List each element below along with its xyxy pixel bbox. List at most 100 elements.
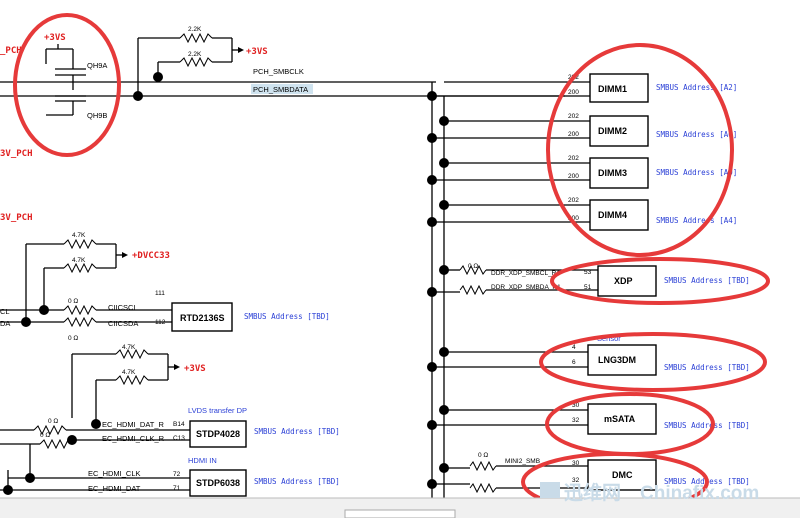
- net-label-xdp-smbd: DDR_XDP_SMBDA_R1: [491, 284, 561, 291]
- power-label-3v-pch-2: 3V_PCH: [0, 213, 33, 223]
- pin-rtd-a: 111: [155, 290, 165, 297]
- resistor-value-2-2k-1: 2.2K: [188, 26, 202, 33]
- pin-stdp4028-a: B14: [173, 421, 185, 428]
- pin-dimm3-a: 202: [568, 155, 579, 162]
- pin-stdp6038-a: 72: [173, 471, 181, 478]
- stdp6038-name: STDP6038: [196, 478, 240, 488]
- lng3dm-name: LNG3DM: [598, 355, 636, 365]
- rtd2136s-box: [171, 302, 233, 332]
- pin-msata-b: 32: [572, 417, 580, 424]
- watermark: 迅维网 Chinafix.com: [540, 481, 759, 504]
- pin-dimm4-a: 202: [568, 197, 579, 204]
- label-lvds-transfer: LVDS transfer DP: [188, 406, 247, 415]
- dimm2-name: DIMM2: [598, 126, 627, 136]
- resistor-value-dmc-1: 0 Ω: [478, 452, 488, 459]
- resistor-value-0-ohm-2: 0 Ω: [68, 335, 78, 342]
- power-label-3vs-right: +3VS: [246, 47, 268, 57]
- scroll-indicator[interactable]: [344, 509, 456, 518]
- dimm-group: 202 200 DIMM1 SMBUS Address [A2] 202 200…: [432, 73, 737, 231]
- dimm1-address: SMBUS Address [A2]: [656, 83, 737, 92]
- net-label-pch-smbclk: PCH_SMBCLK: [253, 67, 304, 76]
- dimm4-box: [589, 199, 649, 231]
- rtd2136s-group: 4.7K 4.7K +DVCC33 CL DA 0 Ω 0 Ω CIICSCL …: [0, 232, 330, 342]
- pin-dmc-b: 32: [572, 477, 580, 484]
- stdp4028-address: SMBUS Address [TBD]: [254, 427, 340, 436]
- bottom-status-bar: [0, 498, 800, 518]
- highlight-dimms: [546, 43, 734, 257]
- power-label-pch-top: _PCH: [0, 46, 22, 56]
- stdp6038-group: HDMI IN EC_HDMI_CLK EC_HDMI_DAT 72 71 ST…: [0, 444, 340, 497]
- transistor-label-qh9a: QH9A: [87, 61, 107, 70]
- net-label-pch-smbdata: PCH_SMBDATA: [253, 85, 308, 94]
- dmc-box: [587, 459, 657, 491]
- resistor-value-4-7k-2: 4.7K: [72, 257, 86, 264]
- watermark-cn: 迅维网: [564, 481, 621, 504]
- highlight-transistors: [13, 13, 121, 157]
- stdp6038-box: [189, 469, 247, 497]
- resistor-value-0-ohm-3: 0 Ω: [48, 418, 58, 425]
- stdp4028-group: 4.7K 4.7K +3VS LVDS transfer DP 0 Ω 0 Ω …: [0, 344, 340, 450]
- highlight-lng3dm: [539, 332, 767, 392]
- stdp6038-address: SMBUS Address [TBD]: [254, 477, 340, 486]
- xdp-name: XDP: [614, 276, 633, 286]
- net-label-xdp-smbc: DDR_XDP_SMBCL_R1: [491, 270, 560, 277]
- msata-box: [587, 403, 657, 435]
- lng3dm-group: Sensor 4 6 LNG3DM SMBUS Address [TBD]: [432, 334, 750, 376]
- pin-dmc-a: 30: [572, 460, 580, 467]
- net-highlight-bg: [251, 84, 313, 94]
- pin-dimm2-b: 200: [568, 131, 579, 138]
- pin-dimm1-b: 200: [568, 89, 579, 96]
- red-highlight-marks: [13, 13, 770, 512]
- net-label-hdmi-dat-r: EC_HDMI_DAT_R: [102, 420, 165, 429]
- resistor-value-2-2k-2: 2.2K: [188, 51, 202, 58]
- pin-msata-a: 30: [572, 402, 580, 409]
- pin-dimm4-b: 200: [568, 215, 579, 222]
- xdp-group: 0 Ω DDR_XDP_SMBCL_R1 DDR_XDP_SMBDA_R1 53…: [432, 263, 750, 297]
- resistor-value-0-ohm-4: 0 Ω: [40, 432, 50, 439]
- net-label-ciicsda: CIICSDA: [108, 319, 138, 328]
- rtd2136s-name: RTD2136S: [180, 313, 225, 323]
- xdp-address: SMBUS Address [TBD]: [664, 276, 750, 285]
- power-label-3vs-mid: +3VS: [184, 364, 206, 374]
- dmc-name: DMC: [612, 470, 633, 480]
- label-sensor: Sensor: [597, 334, 621, 343]
- transistor-label-qh9b: QH9B: [87, 111, 107, 120]
- pullup-resistors-top: 2.2K 2.2K +3VS: [137, 26, 268, 96]
- dimm1-box: [589, 73, 649, 103]
- dimm4-name: DIMM4: [598, 210, 627, 220]
- dimm2-box: [589, 115, 649, 147]
- net-label-ciiscl: CIICSCL: [108, 303, 138, 312]
- pin-stdp4028-b: C13: [173, 435, 185, 442]
- xdp-box: [597, 265, 657, 297]
- pin-dimm2-a: 202: [568, 113, 579, 120]
- msata-address: SMBUS Address [TBD]: [664, 421, 750, 430]
- lng3dm-address: SMBUS Address [TBD]: [664, 363, 750, 372]
- dimm1-name: DIMM1: [598, 84, 627, 94]
- pin-xdp-b: 51: [584, 284, 592, 291]
- stdp4028-box: [189, 420, 247, 448]
- dimm3-name: DIMM3: [598, 168, 627, 178]
- resistor-value-4-7k-3: 4.7K: [122, 344, 136, 351]
- transistor-block: +3VS QH9A QH9B _PCH 3V_PCH 3V_PCH: [0, 33, 565, 223]
- dimm4-address: SMBUS Address [A4]: [656, 216, 737, 225]
- pin-stdp6038-b: 71: [173, 485, 181, 492]
- resistor-value-xdp-1: 0 Ω: [468, 263, 478, 270]
- smbus-trunk: [427, 82, 449, 500]
- net-label-cl: CL: [0, 307, 10, 316]
- dimm2-address: SMBUS Address [A6]: [656, 130, 737, 139]
- pin-lng-a: 4: [572, 344, 576, 351]
- lng3dm-box: [587, 344, 657, 376]
- rtd2136s-address: SMBUS Address [TBD]: [244, 312, 330, 321]
- pin-lng-b: 6: [572, 359, 576, 366]
- net-label-hdmi-dat: EC_HDMI_DAT: [88, 484, 141, 493]
- stdp4028-name: STDP4028: [196, 429, 240, 439]
- net-label-hdmi-clk-r: EC_HDMI_CLK_R: [102, 434, 165, 443]
- net-label-da: DA: [0, 319, 10, 328]
- label-hdmi-in: HDMI IN: [188, 456, 217, 465]
- dimm3-box: [589, 157, 649, 189]
- resistor-value-4-7k-4: 4.7K: [122, 369, 136, 376]
- power-label-3vs-top: +3VS: [44, 33, 66, 43]
- pin-dimm3-b: 200: [568, 173, 579, 180]
- dimm3-address: SMBUS Address [A0]: [656, 168, 737, 177]
